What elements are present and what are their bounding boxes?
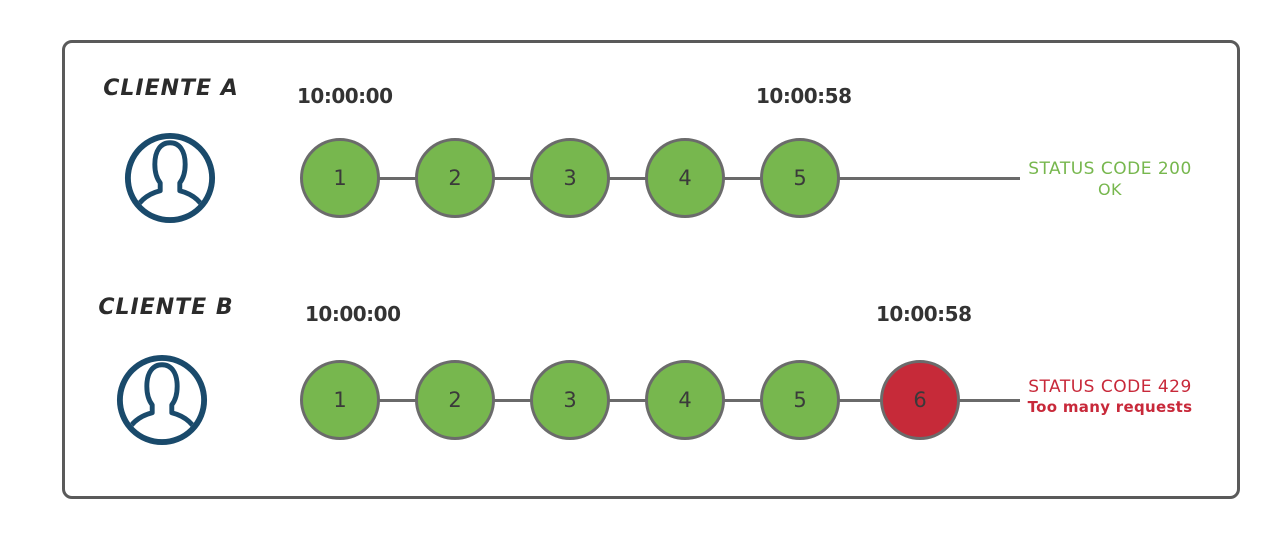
request-circle-a-5: 5 xyxy=(760,138,840,218)
request-circle-a-1: 1 xyxy=(300,138,380,218)
status-message-b: Too many requests xyxy=(1027,398,1193,417)
status-result-b: STATUS CODE 429 Too many requests xyxy=(1020,377,1200,417)
request-circle-b-1: 1 xyxy=(300,360,380,440)
request-circle-b-4: 4 xyxy=(645,360,725,440)
user-avatar-icon xyxy=(115,353,209,447)
status-result-a: STATUS CODE 200 OK xyxy=(1020,159,1200,200)
status-code-a: STATUS CODE 200 xyxy=(1028,159,1192,179)
timestamp-b-start: 10:00:00 xyxy=(305,302,401,326)
request-circle-a-4: 4 xyxy=(645,138,725,218)
request-circle-b-5: 5 xyxy=(760,360,840,440)
client-b-label: CLIENTE B xyxy=(98,295,234,320)
status-message-a: OK xyxy=(1097,180,1123,200)
timestamp-b-end: 10:00:58 xyxy=(876,302,972,326)
request-circle-a-2: 2 xyxy=(415,138,495,218)
client-a-label: CLIENTE A xyxy=(103,76,239,101)
timestamp-a-start: 10:00:00 xyxy=(297,84,393,108)
request-circle-b-2: 2 xyxy=(415,360,495,440)
status-code-b: STATUS CODE 429 xyxy=(1028,377,1192,397)
timestamp-a-end: 10:00:58 xyxy=(756,84,852,108)
request-circle-a-3: 3 xyxy=(530,138,610,218)
request-circle-b-3: 3 xyxy=(530,360,610,440)
user-avatar-icon xyxy=(123,131,217,225)
request-circle-b-6: 6 xyxy=(880,360,960,440)
diagram-frame xyxy=(62,40,1240,499)
